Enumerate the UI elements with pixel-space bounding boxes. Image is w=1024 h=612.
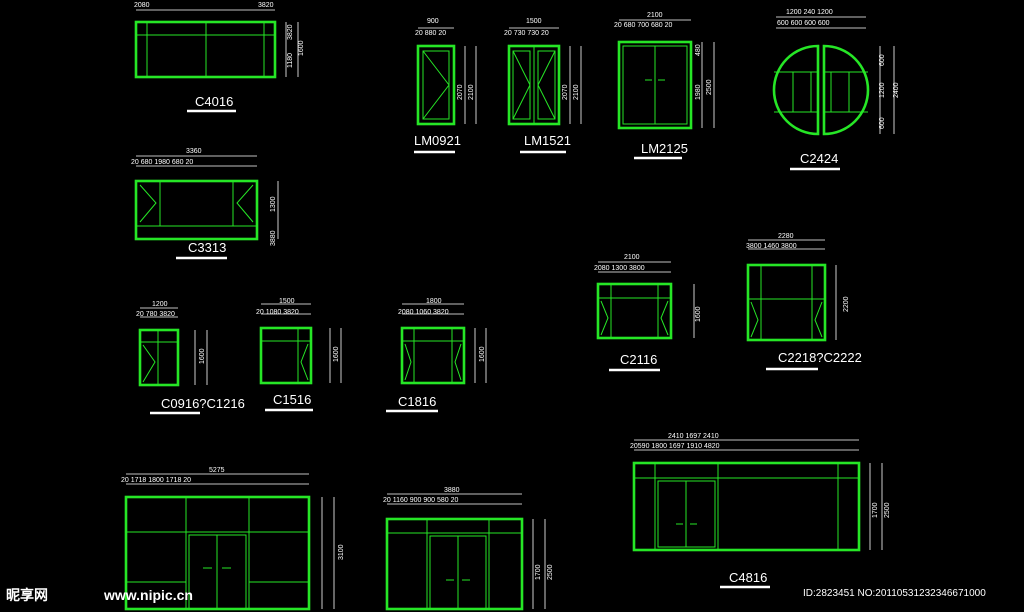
label-lm1521: LM1521 bbox=[524, 133, 571, 148]
dim-text: 1700 bbox=[535, 564, 542, 580]
label-c0916: C0916?C1216 bbox=[161, 396, 245, 411]
dim-text: 20 680 1980 680 20 bbox=[131, 159, 193, 166]
label-c2424: C2424 bbox=[800, 151, 838, 166]
dim-text: 2100 bbox=[647, 12, 663, 19]
dim-text: 20 780 3820 bbox=[136, 311, 175, 318]
window-c1516: 1500 20 1080 3820 1600 C1516 bbox=[256, 298, 342, 412]
dim-text: 1200 bbox=[152, 301, 168, 308]
dim-text: 2500 bbox=[547, 564, 554, 580]
dim-text: 3360 bbox=[186, 148, 202, 155]
window-c0916: 1200 20 780 3820 1600 C0916?C1216 bbox=[136, 301, 245, 415]
door-lm2125: 2100 20 680 700 680 20 480 1980 2500 LM2… bbox=[614, 12, 715, 160]
dim-text: 5275 bbox=[209, 467, 225, 474]
dim-text: 3880 bbox=[444, 487, 460, 494]
label-c2218: C2218?C2222 bbox=[778, 350, 862, 365]
dim-text: 2080 1300 3800 bbox=[594, 265, 645, 272]
label-c2116: C2116 bbox=[620, 352, 657, 367]
door-lm0921: 900 20 880 20 2070 2100 LM0921 bbox=[414, 18, 477, 154]
dim-text: 2070 bbox=[562, 84, 569, 100]
dim-text: 20 730 730 20 bbox=[504, 30, 549, 37]
label-c4016: C4016 bbox=[195, 94, 233, 109]
window-c1816: 1800 2080 1060 3820 1600 C1816 bbox=[386, 298, 487, 413]
dim-text: 600 bbox=[879, 54, 886, 66]
dim-text: 2100 bbox=[468, 84, 475, 100]
dim-text: 20 1718 1800 1718 20 bbox=[121, 477, 191, 484]
dim-text: 600 600 600 600 bbox=[777, 20, 830, 27]
dim-text: 1800 bbox=[426, 298, 442, 305]
dim-text: 1600 bbox=[298, 40, 305, 56]
storefront-1: 5275 20 1718 1800 1718 20 3100 bbox=[121, 467, 345, 611]
dim-text: 1600 bbox=[479, 346, 486, 362]
window-c3313: 3360 20 680 1980 680 20 1300 3880 C3313 bbox=[131, 148, 279, 260]
watermark: 昵享网 www.nipic.cn ID:2823451 NO:201105312… bbox=[6, 587, 986, 603]
watermark-url: www.nipic.cn bbox=[103, 587, 193, 603]
dim-text: 1500 bbox=[526, 18, 542, 25]
dim-text: 2200 bbox=[843, 296, 850, 312]
dim-text: 20590 1800 1697 1910 4820 bbox=[630, 443, 720, 450]
dim-text: 20 680 700 680 20 bbox=[614, 22, 672, 29]
dim-text: 2500 bbox=[884, 502, 891, 518]
window-c2218: 2280 3800 1460 3800 2200 C2218?C2222 bbox=[746, 233, 862, 371]
dim-text: 2410 1697 2410 bbox=[668, 433, 719, 440]
dim-text: 1500 bbox=[279, 298, 295, 305]
dim-text: 1200 bbox=[879, 82, 886, 98]
dim-text: 20 1080 3820 bbox=[256, 309, 299, 316]
window-c2424: 1200 240 1200 600 600 600 600 600 1200 6… bbox=[772, 9, 900, 171]
label-c1516: C1516 bbox=[273, 392, 311, 407]
window-c4816: 2410 1697 2410 20590 1800 1697 1910 4820… bbox=[630, 433, 891, 589]
dim-text: 1600 bbox=[333, 346, 340, 362]
dim-text: 1600 bbox=[199, 348, 206, 364]
dim-text: 2500 bbox=[706, 79, 713, 95]
dim-text: 2400 bbox=[893, 82, 900, 98]
dim-text: 3880 bbox=[270, 230, 277, 246]
dim-text: 900 bbox=[427, 18, 439, 25]
window-c4016: 2080 3820 3820 1180 1600 C4016 bbox=[134, 2, 305, 113]
label-lm2125: LM2125 bbox=[641, 141, 688, 156]
dim-text: 2080 1060 3820 bbox=[398, 309, 449, 316]
dim-text: 2080 bbox=[134, 2, 150, 9]
window-c2116: 2100 2080 1300 3800 1600 C2116 bbox=[594, 254, 702, 372]
dim-text: 480 bbox=[695, 44, 702, 56]
label-c1816: C1816 bbox=[398, 394, 436, 409]
dim-text: 1300 bbox=[270, 196, 277, 212]
dim-text: 2070 bbox=[457, 84, 464, 100]
dim-text: 3820 bbox=[287, 24, 294, 40]
dim-text: 600 bbox=[879, 117, 886, 129]
dim-text: 1700 bbox=[872, 502, 879, 518]
dim-text: 1200 240 1200 bbox=[786, 9, 833, 16]
dim-text: 3820 bbox=[258, 2, 274, 9]
label-c4816: C4816 bbox=[729, 570, 767, 585]
door-lm1521: 1500 20 730 730 20 2070 2100 LM1521 bbox=[504, 18, 582, 154]
dim-text: 2280 bbox=[778, 233, 794, 240]
dim-text: 3100 bbox=[338, 544, 345, 560]
dim-text: 1180 bbox=[287, 53, 294, 68]
watermark-logo: 昵享网 bbox=[6, 587, 48, 603]
watermark-id: ID:2823451 NO:20110531232346671000 bbox=[803, 588, 986, 599]
dim-text: 1980 bbox=[695, 84, 702, 100]
dim-text: 20 1160 900 900 580 20 bbox=[383, 497, 458, 504]
storefront-2: 3880 20 1160 900 900 580 20 1700 2500 bbox=[383, 487, 554, 611]
dim-text: 1600 bbox=[695, 306, 702, 322]
dim-text: 3800 1460 3800 bbox=[746, 243, 797, 250]
label-lm0921: LM0921 bbox=[414, 133, 461, 148]
dim-text: 2100 bbox=[624, 254, 640, 261]
dim-text: 20 880 20 bbox=[415, 30, 446, 37]
dim-text: 2100 bbox=[573, 84, 580, 100]
label-c3313: C3313 bbox=[188, 240, 226, 255]
